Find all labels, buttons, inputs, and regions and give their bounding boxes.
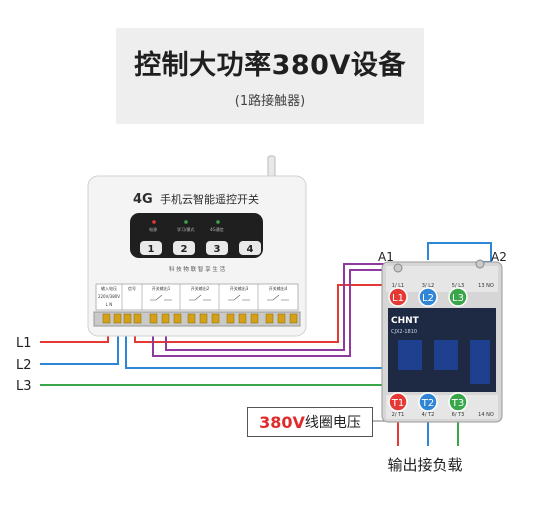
contactor-window-3 <box>470 340 490 384</box>
badge-l1-label: L1 <box>392 293 404 304</box>
wire-l2-mains <box>40 325 119 365</box>
badge-t2-label: T2 <box>421 398 434 409</box>
terminal-label-input: 输入电压 <box>101 285 117 291</box>
contactor-device: 1/ L1 3/ L2 5/ L3 13 NO CHNT CJX2-1810 2… <box>378 250 507 423</box>
badge-t3-label: T3 <box>451 398 464 409</box>
terminal-label-out2: 开关输出2 <box>191 285 210 291</box>
line-label-l1: L1 <box>16 336 32 351</box>
key-3[interactable] <box>206 241 228 255</box>
power-led <box>152 220 156 224</box>
output-load-label: 输出接负载 <box>387 456 463 474</box>
key-panel <box>130 213 263 258</box>
badge-t1-label: T1 <box>391 398 404 409</box>
badge-t1 <box>388 392 408 412</box>
badge-t3 <box>448 392 468 412</box>
terminal-label-out1: 开关输出1 <box>152 285 171 291</box>
wire-coil-a2 <box>427 242 492 263</box>
bottom-marking-3: 6/ T3 <box>452 412 465 418</box>
contactor-window-2 <box>434 340 458 370</box>
terminal-label-out3: 开关输出3 <box>230 285 249 291</box>
badge-t2 <box>418 392 438 412</box>
bottom-marking-2: 4/ T2 <box>422 412 435 418</box>
top-marking-3: 5/ L3 <box>452 283 464 289</box>
key-1[interactable] <box>140 241 162 255</box>
page-title: 控制大功率380V设备 <box>134 50 406 81</box>
coil-terminal-a2 <box>475 259 485 269</box>
terminal-block <box>93 311 301 327</box>
coil-voltage-text: 线圈电压 <box>304 415 361 431</box>
header-panel: 控制大功率380V设备 (1路接触器) <box>116 28 424 124</box>
bottom-marking-1: 2/ T1 <box>392 412 405 418</box>
coil-terminal-a1 <box>393 263 403 273</box>
coil-label-a1: A1 <box>378 250 394 264</box>
controller-footer: 科 技 物 联 智 享 生 活 <box>169 265 226 273</box>
badge-l2 <box>418 287 438 307</box>
net-led <box>216 220 220 224</box>
wire-coil-com <box>165 263 400 351</box>
indicator-label-net: 4G通信 <box>210 226 224 232</box>
top-marking-1: 1/ L1 <box>392 283 404 289</box>
key-4-label: 4 <box>247 244 254 255</box>
key-3-label: 3 <box>214 244 221 255</box>
badge-l3 <box>448 287 468 307</box>
controller-brand: 4G <box>133 192 153 207</box>
contactor-top-bar <box>386 266 498 292</box>
key-1-label: 1 <box>148 244 155 255</box>
contactor-brand: CHNT <box>391 316 420 326</box>
key-4[interactable] <box>239 241 261 255</box>
ln-mark: L N <box>106 302 113 307</box>
terminal-label-signal: 信号 <box>128 285 136 291</box>
indicator-label-learn: 学习/模式 <box>177 226 194 232</box>
wire-coil-a1 <box>152 269 392 357</box>
coil-voltage-value: 380V <box>259 412 305 432</box>
indicator-label-power: 电源 <box>149 226 157 232</box>
badge-l2-label: L2 <box>422 293 434 304</box>
badge-l1 <box>388 287 408 307</box>
controller-title: 手机云智能遥控开关 <box>160 192 259 206</box>
key-2[interactable] <box>173 241 195 255</box>
terminal-label-out4: 开关输出4 <box>269 285 288 291</box>
key-2-label: 2 <box>181 244 188 255</box>
bottom-marking-4: 14 NO <box>478 412 494 418</box>
controller-device: 4G 手机云智能遥控开关 电源 学习/模式 4G通信 1 2 3 4 科 技 物… <box>87 155 307 337</box>
terminal-label-strip <box>95 283 299 311</box>
top-marking-4: 13 NO <box>478 283 494 289</box>
page-subtitle: (1路接触器) <box>234 94 306 109</box>
coil-label-a2: A2 <box>491 250 507 264</box>
contactor-model: CJX2-1810 <box>391 329 417 335</box>
learn-led <box>184 220 188 224</box>
voltage-mark: 220V/380V <box>98 294 120 299</box>
badge-l3-label: L3 <box>452 293 464 304</box>
top-marking-2: 3/ L2 <box>422 283 434 289</box>
contactor-window-1 <box>398 340 422 370</box>
line-label-l2: L2 <box>16 358 32 373</box>
line-label-l3: L3 <box>16 379 32 394</box>
